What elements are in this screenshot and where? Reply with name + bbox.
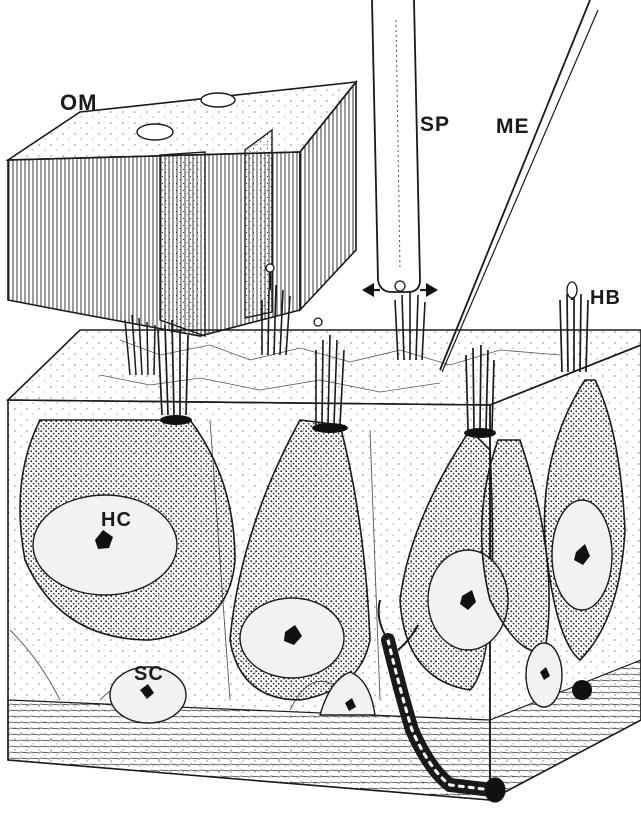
stimulus-probe — [372, 0, 420, 292]
otolithic-membrane — [8, 82, 356, 336]
label-supporting-cell: SC — [134, 664, 164, 684]
label-stimulus-probe: SP — [420, 114, 450, 135]
label-otolithic-membrane: OM — [60, 92, 97, 114]
label-microelectrode: ME — [496, 116, 530, 137]
supporting-cell-side — [526, 643, 562, 707]
label-hair-cell: HC — [101, 510, 132, 530]
label-hair-bundle: HB — [590, 288, 621, 308]
